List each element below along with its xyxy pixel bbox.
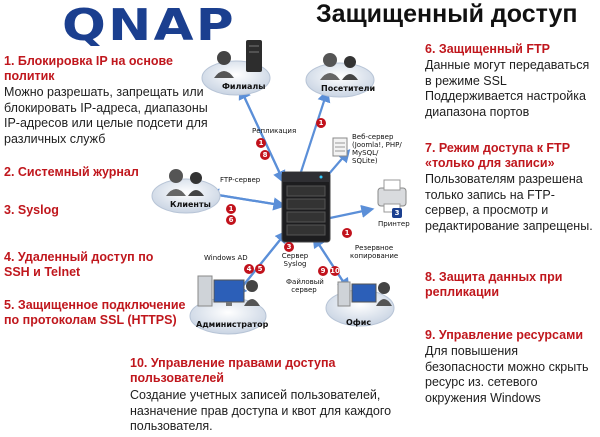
- badge-replication-1: 1: [256, 138, 266, 148]
- node-label-visitors: Посетители: [321, 84, 376, 93]
- badge-admin-4: 4: [244, 264, 254, 274]
- link-label-syslog-server: Сервер Syslog: [281, 252, 309, 268]
- office-node: [325, 281, 395, 327]
- person-icon: [378, 282, 390, 294]
- feature-4-heading: 4. Удаленный доступ по SSH и Telnet: [4, 250, 154, 279]
- feature-8-heading: 8. Защита данных при репликации: [425, 270, 563, 299]
- link-label-replication: Репликация: [252, 127, 297, 135]
- monitor-icon: [351, 283, 377, 303]
- nas-device-icon: [281, 171, 331, 243]
- pc-tower-icon: [197, 275, 213, 307]
- feature-9-heading: 9. Управление ресурсами: [425, 328, 584, 342]
- node-label-branches: Филиалы: [222, 82, 266, 91]
- branches-node: [201, 40, 271, 96]
- page-title: Защищенный доступ: [316, 0, 578, 28]
- badge-office-10: 10: [330, 266, 340, 276]
- person-icon: [246, 280, 258, 292]
- badge-syslog-3: 3: [284, 242, 294, 252]
- visitors-node: [305, 53, 375, 98]
- admin-node: [189, 275, 267, 335]
- feature-10-heading: 10. Управление правами доступа пользоват…: [130, 356, 336, 385]
- badge-visitors-1: 1: [316, 118, 326, 128]
- link-label-file-server: Файловый сервер: [286, 278, 324, 294]
- feature-5-heading: 5. Защищенное подключение по протоколам …: [4, 298, 186, 327]
- web-server-icon: [332, 137, 348, 157]
- badge-clients-6: 6: [226, 215, 236, 225]
- monitor-icon: [213, 279, 245, 303]
- badge-printer-3: 3: [392, 208, 402, 218]
- feature-2-heading: 2. Системный журнал: [4, 165, 139, 179]
- node-label-clients: Клиенты: [170, 200, 211, 209]
- node-label-office: Офис: [346, 318, 372, 327]
- feature-6-heading: 6. Защищенный FTP: [425, 42, 550, 56]
- node-label-admin: Администратор: [196, 320, 269, 329]
- feature-1-desc: Можно разрешать, запрещать или блокирова…: [4, 85, 208, 146]
- badge-backup-1: 1: [342, 228, 352, 238]
- badge-office-9: 9: [318, 266, 328, 276]
- badge-admin-5: 5: [255, 264, 265, 274]
- feature-9-desc: Для повышения безопасности можно скрыть …: [425, 344, 589, 405]
- clients-node: [151, 169, 221, 214]
- printer-icon: [377, 179, 407, 213]
- feature-7-desc: Пользователям разрешена только запись на…: [425, 172, 593, 233]
- feature-1-heading: 1. Блокировка IP на основе политик: [4, 54, 173, 83]
- link-label-ftp: FTP-сервер: [220, 176, 261, 184]
- feature-6-desc: Данные могут передаваться в режиме SSL П…: [425, 58, 590, 119]
- feature-3-heading: 3. Syslog: [4, 203, 59, 217]
- node-label-printer: Принтер: [378, 220, 410, 228]
- link-label-windows-ad: Windows AD: [204, 254, 248, 262]
- badge-replication-8: 8: [260, 150, 270, 160]
- feature-7-heading: 7. Режим доступа к FTP «только для запис…: [425, 141, 570, 170]
- server-icon: [246, 40, 262, 72]
- link-label-backup: Резервное копирование: [350, 244, 399, 260]
- feature-10-desc: Создание учетных записей пользователей, …: [130, 388, 392, 433]
- qnap-logo: QNAP: [62, 2, 236, 46]
- badge-clients-1: 1: [226, 204, 236, 214]
- logo-text: QNAP: [62, 2, 236, 46]
- node-label-webserver: Веб-сервер (Joomla!, PHP/ MySQL/ SQLite): [352, 133, 402, 165]
